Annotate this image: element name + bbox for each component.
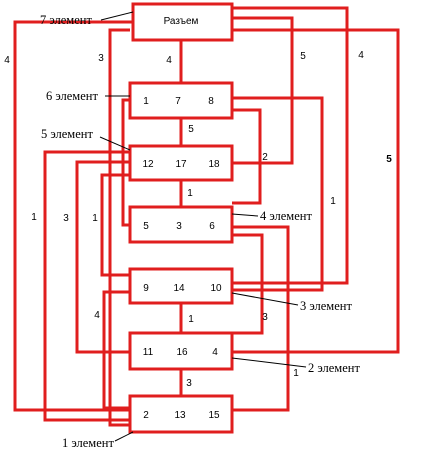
leader-line: [231, 357, 307, 368]
pin: 16: [176, 347, 188, 358]
wire-e4-to-e1-right: [232, 225, 290, 412]
pin: 2: [143, 410, 149, 421]
wire-number: 5: [386, 154, 392, 165]
wire-number: 1: [187, 188, 193, 199]
element-2-label: 2 элемент: [308, 361, 360, 375]
wire-number: 1: [92, 213, 98, 224]
wire-e3-left-4: [102, 290, 130, 410]
wire-conn-right-5: [232, 16, 294, 165]
pin: 17: [175, 159, 187, 170]
wire-number: 1: [293, 368, 299, 379]
pin: 14: [173, 283, 185, 294]
element-3-label: 3 элемент: [300, 299, 352, 313]
wire-number: 2: [262, 152, 268, 163]
wire-number: 5: [188, 124, 194, 135]
wire-number: 4: [358, 50, 364, 61]
element-4-box: 5 3 6: [128, 205, 234, 244]
pin: 6: [209, 221, 215, 232]
wire-number: 1: [188, 314, 194, 325]
pin: 11: [143, 347, 154, 358]
wire-number: 3: [262, 312, 268, 323]
pin: 5: [143, 221, 149, 232]
element-1-box: 2 13 15: [128, 394, 234, 434]
pin: 8: [208, 96, 214, 107]
wire-number: 3: [98, 53, 104, 64]
element-6-label: 6 элемент: [46, 89, 98, 103]
leader-line: [231, 213, 259, 217]
element-4-label: 4 элемент: [260, 209, 312, 223]
element-5-box: 12 17 18: [128, 144, 234, 182]
element-3-box: 9 14 10: [128, 267, 234, 305]
element-labels: 7 элемент 6 элемент 5 элемент 4 элемент …: [40, 11, 360, 450]
wire-number: 4: [4, 55, 10, 66]
leader-line: [100, 11, 134, 21]
wire-e5-left-1b: [100, 173, 130, 277]
element-2-box: 11 16 4: [128, 331, 234, 371]
element-7-label: 7 элемент: [40, 13, 92, 27]
pin: 13: [174, 410, 186, 421]
pin: 15: [208, 410, 220, 421]
wires: [13, 6, 400, 427]
pin: 1: [143, 96, 149, 107]
wire-number: 4: [166, 55, 172, 66]
wire-number: 4: [94, 310, 100, 321]
element-6-box: 1 7 8: [128, 81, 234, 120]
wire-number: 1: [330, 196, 336, 207]
pin: 7: [175, 96, 181, 107]
pin: 3: [176, 221, 182, 232]
pin: 12: [142, 159, 154, 170]
leader-line: [231, 292, 299, 306]
wire-e4-to-e6-left: [121, 98, 130, 227]
pin: 18: [208, 159, 220, 170]
leader-line: [114, 431, 134, 442]
connector-label: Разъем: [164, 16, 199, 27]
wire-e6-to-e4-right: [232, 108, 262, 205]
wire-outer-left: [13, 20, 133, 412]
wire-e4-to-e2-right: [232, 233, 264, 335]
wire-numbers: 4 3 4 5 4 5 5 2 1 1 1 3 1 1 4 3 3 1: [4, 50, 392, 389]
wire-e5-left-1: [43, 150, 130, 422]
element-1-label: 1 элемент: [62, 436, 114, 450]
pin: 9: [143, 283, 149, 294]
pin: 4: [212, 347, 218, 358]
connector-box: Разъем: [131, 2, 234, 42]
wire-number: 5: [300, 51, 306, 62]
wire-conn-right-bold-5: [232, 28, 400, 354]
wire-number: 3: [63, 213, 69, 224]
wire-e6-to-e3-right: [232, 96, 324, 292]
pin: 10: [210, 283, 222, 294]
wire-number: 3: [186, 378, 192, 389]
wire-conn-to-e1-left: [108, 28, 130, 427]
wire-number: 1: [31, 212, 37, 223]
leader-line: [99, 136, 131, 151]
element-5-label: 5 элемент: [41, 127, 93, 141]
